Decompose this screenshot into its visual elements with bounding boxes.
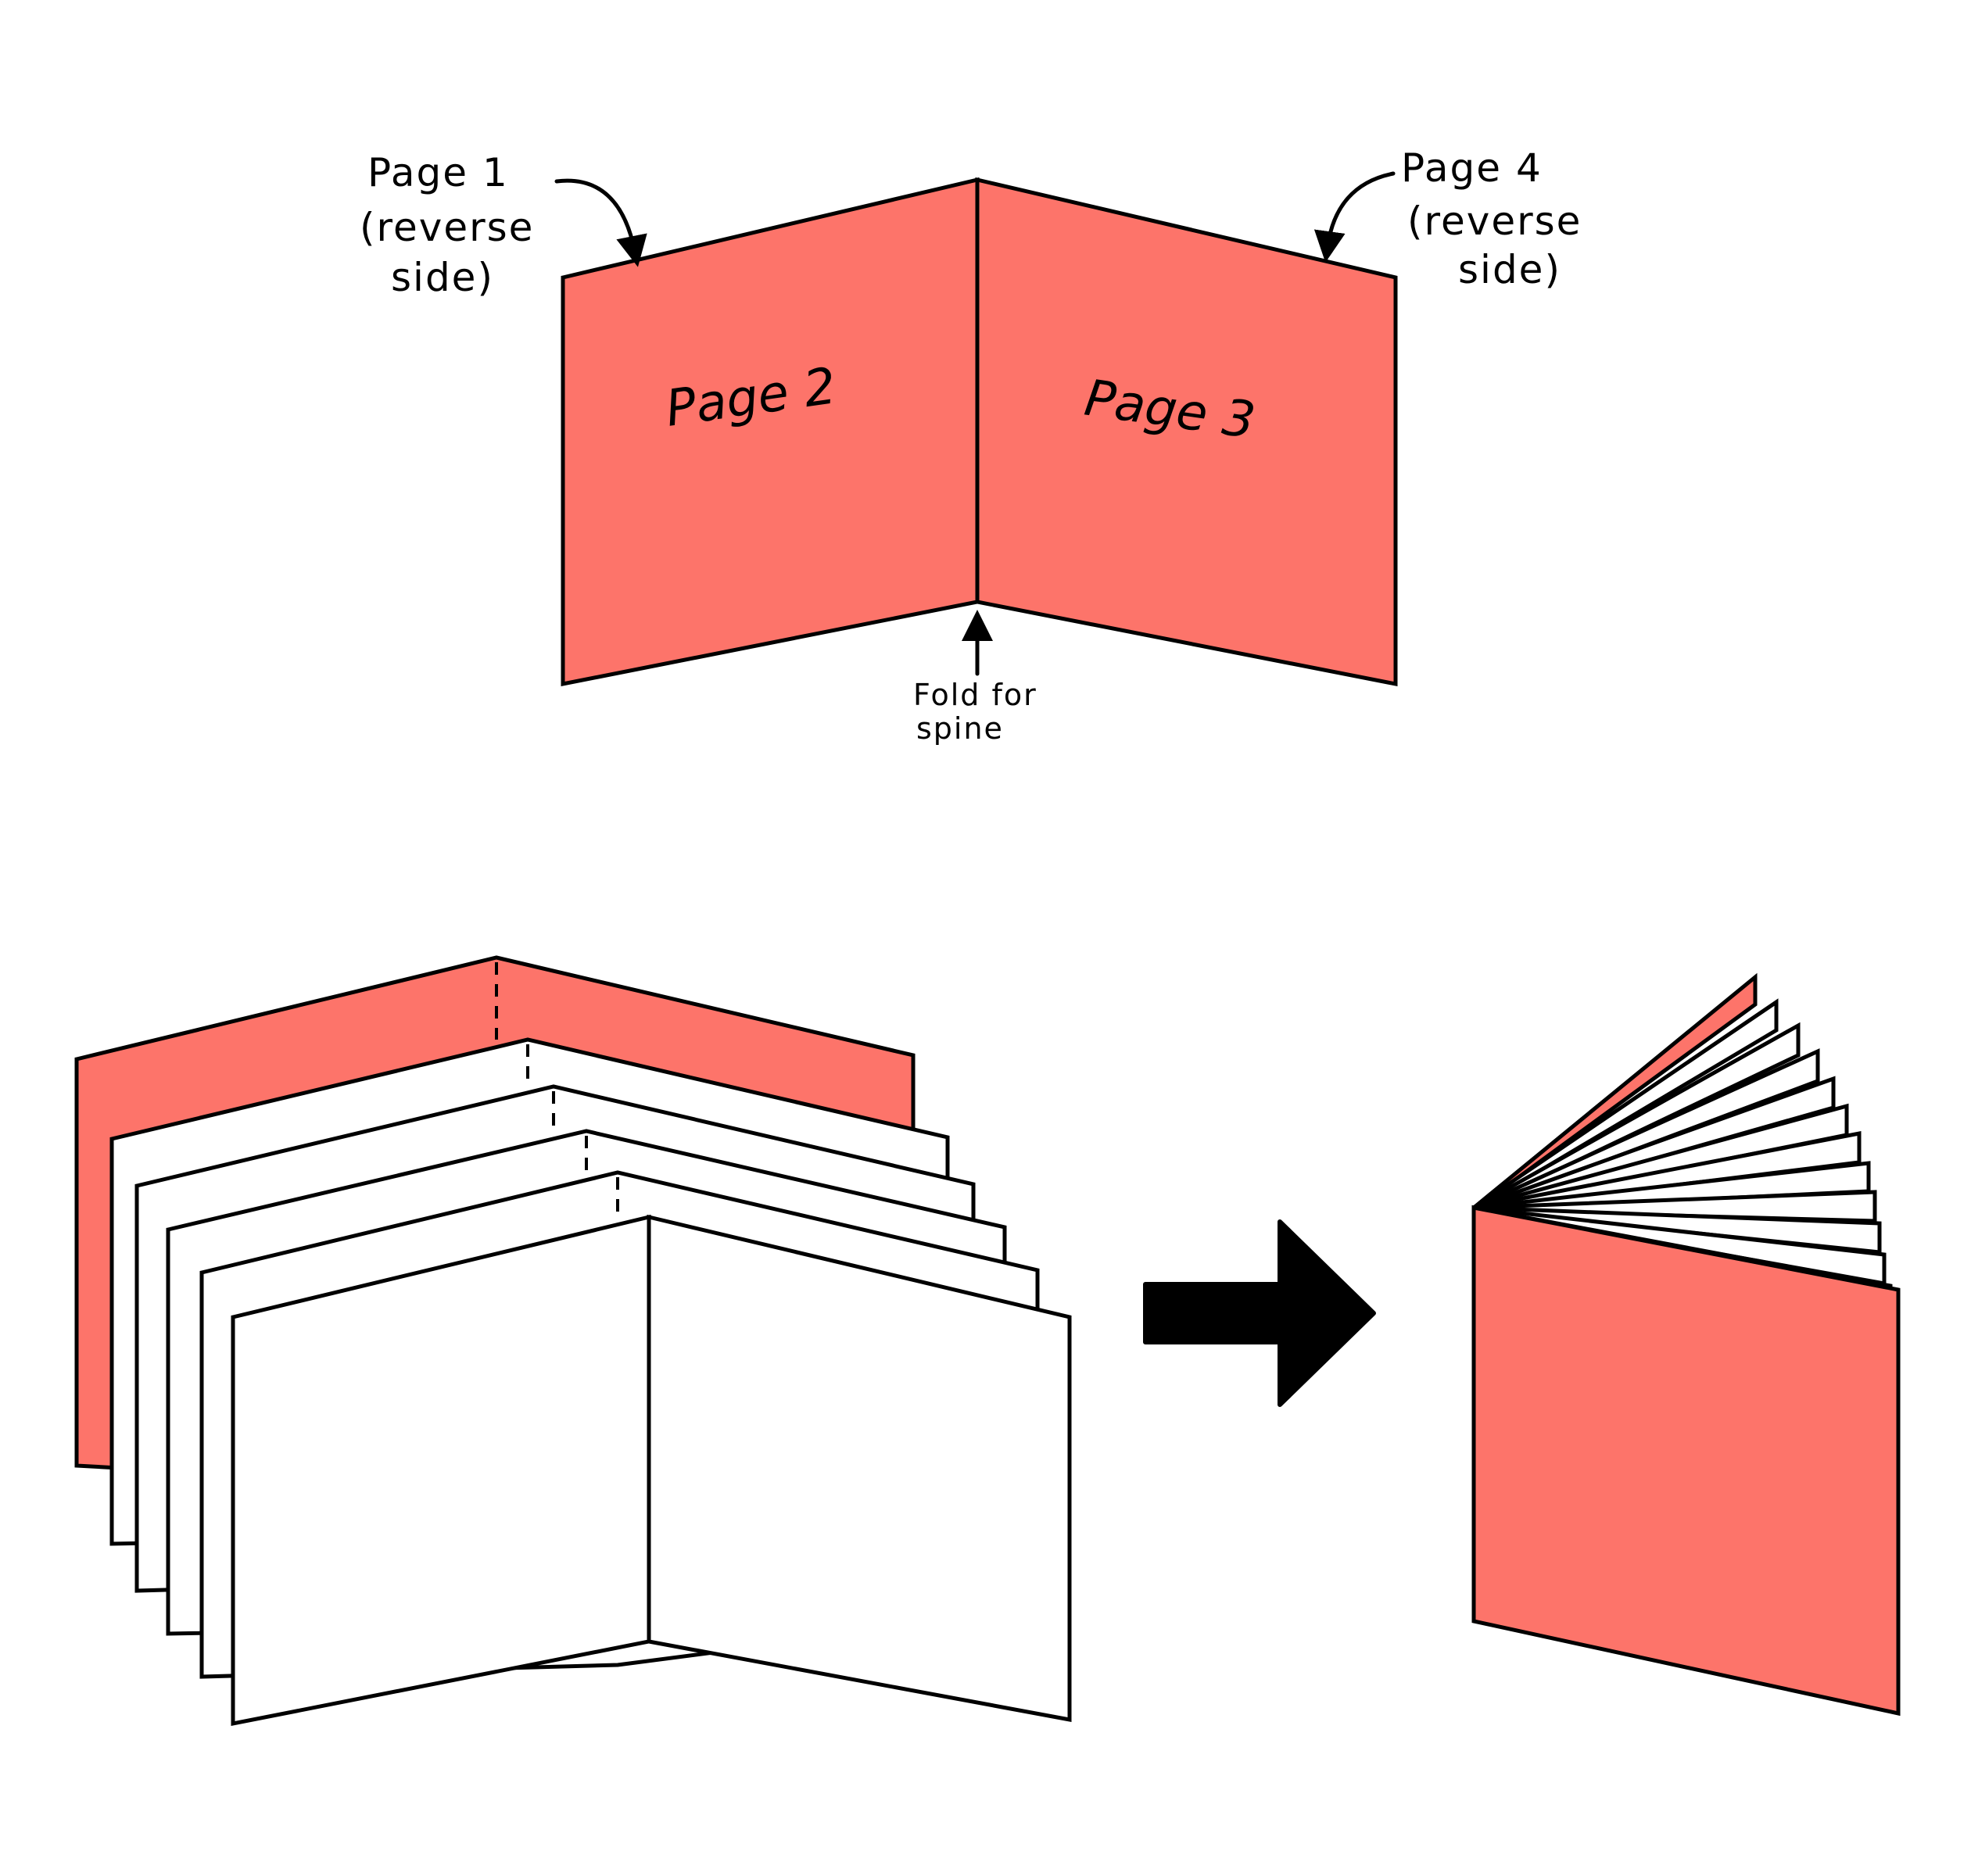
bound-booklet-diagram	[1471, 972, 1901, 1717]
front-cover	[1471, 1205, 1901, 1717]
page-1-label-line2: (reverse	[360, 205, 534, 250]
fold-note: Fold for spine	[913, 610, 1037, 746]
page-1-note: Page 1 (reverse side)	[360, 150, 647, 300]
page-4-pointer-arrow	[1313, 171, 1396, 263]
page-1-label-line1: Page 1	[367, 150, 509, 195]
right-arrow-icon	[1143, 1219, 1376, 1407]
front-sheet-right	[647, 1214, 1072, 1723]
page-4-label-line1: Page 4	[1401, 145, 1543, 191]
page-4-label-line2: (reverse	[1407, 199, 1582, 244]
fold-label-line1: Fold for	[913, 678, 1037, 712]
page-1-pointer-arrow	[554, 178, 647, 267]
right-page-panel	[975, 177, 1398, 687]
page-1-label-line3: side)	[391, 255, 494, 300]
folded-sheet-diagram: Page 2 Page 3 Page 1 (reverse side) Page…	[360, 145, 1582, 746]
fold-label-line2: spine	[916, 711, 1004, 746]
page-4-label-line3: side)	[1458, 247, 1561, 292]
page-4-note: Page 4 (reverse side)	[1313, 145, 1582, 292]
stacked-sheets-diagram	[74, 955, 1072, 1727]
left-page-panel	[561, 177, 980, 687]
